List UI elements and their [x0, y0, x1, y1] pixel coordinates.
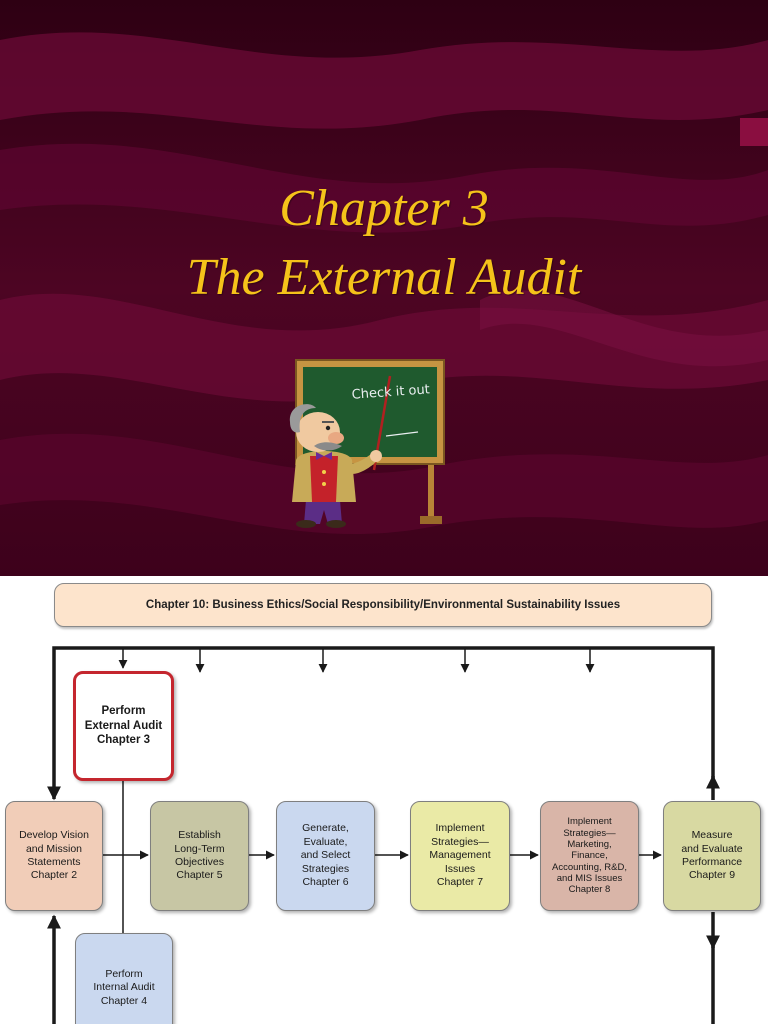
teacher-mustache — [314, 442, 342, 451]
management-issues-box: Implement Strategies— Management Issues … — [410, 801, 510, 911]
long-term-objectives-box: Establish Long-Term Objectives Chapter 5 — [150, 801, 249, 911]
teacher-chalkboard-illustration — [289, 359, 445, 528]
evaluate-performance-box: Measure and Evaluate Performance Chapter… — [663, 801, 761, 911]
teacher-hair — [289, 404, 316, 433]
teacher-hand — [370, 450, 382, 462]
management-issues-label: Implement Strategies— Management Issues … — [429, 822, 491, 889]
strategy-selection-label: Generate, Evaluate, and Select Strategie… — [300, 822, 351, 889]
teacher-nose — [328, 432, 344, 444]
chalkboard-label: Check it out — [351, 382, 430, 402]
slide-title-chapter: Chapter 3 — [279, 180, 489, 237]
functional-issues-box: Implement Strategies— Marketing, Finance… — [540, 801, 639, 911]
internal-audit-box: Perform Internal Audit Chapter 4 — [75, 933, 173, 1024]
vision-mission-box: Develop Vision and Mission Statements Ch… — [5, 801, 103, 911]
teacher-legs — [304, 500, 342, 524]
chalkboard-writing: Check it out — [351, 382, 430, 437]
functional-issues-label: Implement Strategies— Marketing, Finance… — [552, 816, 627, 896]
strategy-selection-box: Generate, Evaluate, and Select Strategie… — [276, 801, 375, 911]
teacher-shoe-right — [326, 520, 346, 528]
vision-mission-label: Develop Vision and Mission Statements Ch… — [19, 829, 89, 882]
easel-foot — [420, 516, 442, 524]
title-slide: Chapter 3 The External Audit Check it ou… — [0, 0, 768, 576]
ethics-banner: Chapter 10: Business Ethics/Social Respo… — [54, 583, 712, 627]
teacher-shoe-left — [296, 520, 316, 528]
easel-leg — [428, 460, 434, 520]
evaluate-performance-label: Measure and Evaluate Performance Chapter… — [681, 829, 743, 882]
external-audit-label: Perform External Audit Chapter 3 — [84, 704, 163, 747]
teacher-bowtie — [316, 452, 332, 460]
feedback-loop-top — [47, 646, 715, 801]
diagram-connectors — [47, 646, 720, 1024]
teacher-vest — [310, 456, 338, 502]
strategic-management-model: Chapter 10: Business Ethics/Social Respo… — [0, 576, 768, 1024]
external-audit-box: Perform External Audit Chapter 3 — [73, 671, 174, 781]
slide-background — [0, 0, 768, 576]
long-term-objectives-label: Establish Long-Term Objectives Chapter 5 — [174, 829, 225, 882]
slide-title-subject: The External Audit — [186, 249, 582, 306]
internal-audit-label: Perform Internal Audit Chapter 4 — [93, 968, 155, 1007]
